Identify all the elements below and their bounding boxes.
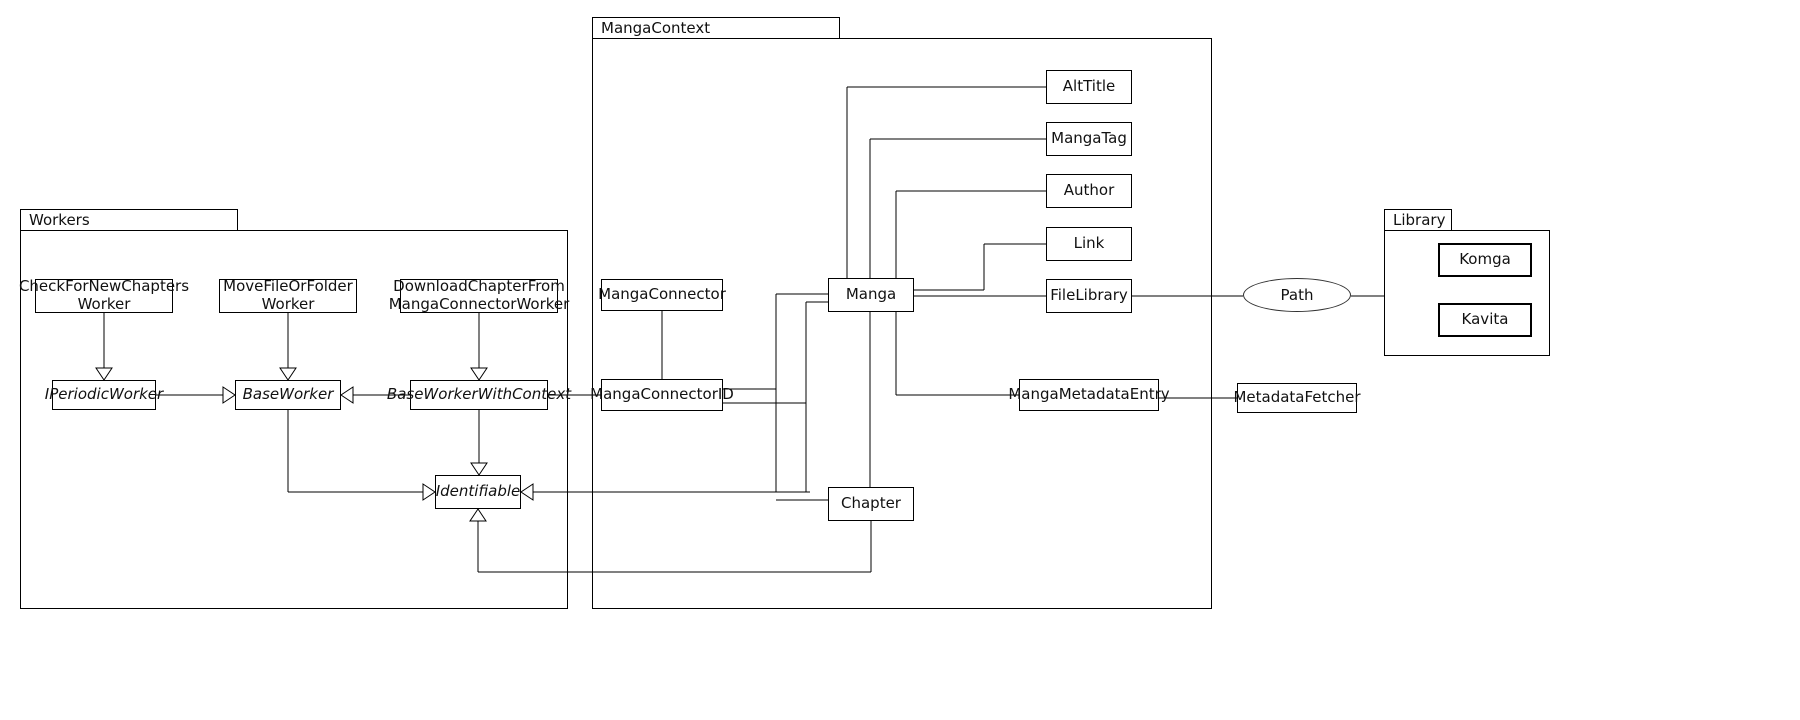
class-label: MangaConnector	[598, 285, 726, 304]
package-library-title: Library	[1384, 209, 1452, 231]
class-label: MangaTag	[1051, 129, 1127, 148]
package-mangacontext: MangaContext	[592, 17, 1212, 609]
class-alttitle[interactable]: AltTitle	[1046, 70, 1132, 104]
package-workers: Workers	[20, 209, 568, 609]
class-label: MangaConnectorID	[590, 385, 734, 404]
class-label: Author	[1063, 181, 1115, 200]
class-label: IPeriodicWorker	[44, 385, 164, 404]
class-label: Identifiable	[435, 482, 521, 501]
node-path[interactable]: Path	[1243, 278, 1351, 312]
node-path-label: Path	[1280, 286, 1314, 304]
class-check-for-new-chapters-worker[interactable]: CheckForNewChapters Worker	[19, 277, 189, 313]
package-library: Library	[1384, 209, 1550, 356]
class-mangaconnector[interactable]: MangaConnector	[598, 279, 726, 311]
class-label: Kavita	[1461, 310, 1509, 329]
class-kavita[interactable]: Kavita	[1438, 303, 1532, 337]
package-library-body	[1384, 230, 1550, 356]
class-iperiodicworker[interactable]: IPeriodicWorker	[45, 380, 163, 410]
class-label: DownloadChapterFrom MangaConnectorWorker	[388, 277, 570, 313]
class-label: BaseWorkerWithContext	[386, 385, 572, 404]
class-filelibrary[interactable]: FileLibrary	[1046, 279, 1132, 313]
class-baseworkerwithcontext[interactable]: BaseWorkerWithContext	[387, 380, 571, 410]
class-label: FileLibrary	[1050, 286, 1128, 305]
class-label: Komga	[1459, 250, 1511, 269]
class-download-chapter-from-manga-connector-worker[interactable]: DownloadChapterFrom MangaConnectorWorker	[389, 277, 569, 313]
class-link[interactable]: Link	[1046, 227, 1132, 261]
package-workers-body	[20, 230, 568, 609]
class-mangaconnectorid[interactable]: MangaConnectorID	[590, 379, 734, 411]
class-label: Manga	[845, 285, 897, 304]
class-komga[interactable]: Komga	[1438, 243, 1532, 277]
class-mangatag[interactable]: MangaTag	[1046, 122, 1132, 156]
class-author[interactable]: Author	[1046, 174, 1132, 208]
class-mangametadataentry[interactable]: MangaMetadataEntry	[1008, 379, 1170, 411]
class-identifiable[interactable]: Identifiable	[435, 475, 521, 509]
class-label: Link	[1073, 234, 1105, 253]
class-manga[interactable]: Manga	[828, 278, 914, 312]
class-label: CheckForNewChapters Worker	[18, 277, 190, 313]
class-metadatafetcher[interactable]: MetadataFetcher	[1233, 383, 1361, 413]
class-label: MetadataFetcher	[1233, 388, 1361, 407]
class-label: MoveFileOrFolder Worker	[223, 277, 353, 313]
class-move-file-or-folder-worker[interactable]: MoveFileOrFolder Worker	[219, 277, 357, 313]
package-mangacontext-body	[592, 38, 1212, 609]
package-mangacontext-title: MangaContext	[592, 17, 840, 39]
package-workers-title: Workers	[20, 209, 238, 231]
class-chapter[interactable]: Chapter	[828, 487, 914, 521]
class-label: AltTitle	[1062, 77, 1116, 96]
class-label: MangaMetadataEntry	[1008, 385, 1170, 404]
class-baseworker[interactable]: BaseWorker	[235, 380, 341, 410]
class-label: BaseWorker	[242, 385, 334, 404]
class-label: Chapter	[841, 494, 901, 513]
